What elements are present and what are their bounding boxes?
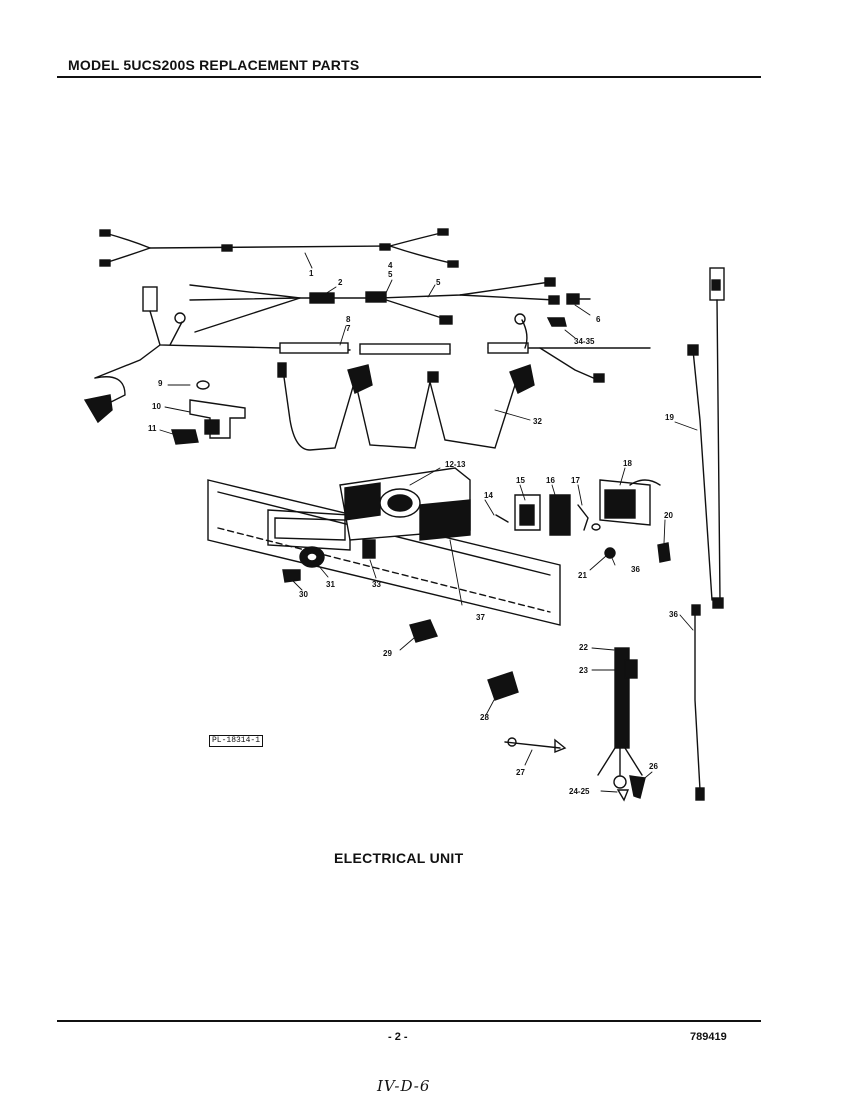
part-label: 22 <box>579 643 588 652</box>
wire-harness-1 <box>99 228 459 268</box>
part-label: 5 <box>436 278 441 287</box>
part-label: 5 <box>388 270 393 279</box>
wire-36 <box>691 604 705 801</box>
diagram-caption: ELECTRICAL UNIT <box>334 850 464 866</box>
timer-18 <box>599 479 661 526</box>
part-label: 1 <box>309 269 314 278</box>
page-number: - 2 - <box>388 1031 408 1043</box>
header-divider <box>57 76 761 78</box>
control-panel <box>207 467 561 626</box>
part-label: 7 <box>346 324 351 333</box>
part-label: 8 <box>346 315 351 324</box>
part-label: 31 <box>326 580 335 589</box>
part-label: 33 <box>372 580 381 589</box>
part-label: 23 <box>579 666 588 675</box>
wire-harness-2-5 <box>189 277 560 333</box>
plate-id-label: PL-18314-1 <box>209 735 264 747</box>
part-label: 11 <box>148 424 157 433</box>
part-label: 2 <box>338 278 343 287</box>
part-label: 14 <box>484 491 493 500</box>
part-label: 34-35 <box>574 337 595 346</box>
part-label: 21 <box>578 571 587 580</box>
rod-27 <box>504 737 567 754</box>
knob-assembly <box>282 539 376 583</box>
part-label: 18 <box>623 459 632 468</box>
part-number-labels: 1 2 4 5 5 6 8 7 34-35 9 10 11 32 12-13 1… <box>148 261 678 796</box>
part-label: 10 <box>152 402 161 411</box>
part-label: 29 <box>383 649 392 658</box>
leader-lines <box>159 252 698 793</box>
bracket-parts <box>171 380 246 445</box>
document-number: 789419 <box>690 1031 727 1043</box>
part-label: 9 <box>158 379 163 388</box>
plug-6 <box>566 293 591 305</box>
part-label: 6 <box>596 315 601 324</box>
part-label: 36 <box>631 565 640 574</box>
switch-parts <box>495 494 601 536</box>
lamp-sockets-32 <box>277 362 535 451</box>
handwritten-note: IV-D-6 <box>377 1077 431 1095</box>
wire-harness-7 <box>83 286 651 424</box>
page-title: MODEL 5UCS200S REPLACEMENT PARTS <box>68 57 360 73</box>
lamp-29 <box>409 619 438 643</box>
part-label: 17 <box>571 476 580 485</box>
part-label: 36 <box>669 610 678 619</box>
lampholder-28 <box>487 671 519 701</box>
part-label: 4 <box>388 261 393 270</box>
part-label: 16 <box>546 476 555 485</box>
part-label: 37 <box>476 613 485 622</box>
part-label: 20 <box>664 511 673 520</box>
part-label: 15 <box>516 476 525 485</box>
part-label: 19 <box>665 413 674 422</box>
part-label: 27 <box>516 768 525 777</box>
part-label: 24-25 <box>569 787 590 796</box>
footer-divider <box>57 1020 761 1022</box>
part-label: 32 <box>533 417 542 426</box>
part-label: 26 <box>649 762 658 771</box>
part-label: 12-13 <box>445 460 466 469</box>
terminal-block <box>597 647 646 802</box>
part-label: 30 <box>299 590 308 599</box>
wire-19 <box>687 267 725 609</box>
part-label: 28 <box>480 713 489 722</box>
